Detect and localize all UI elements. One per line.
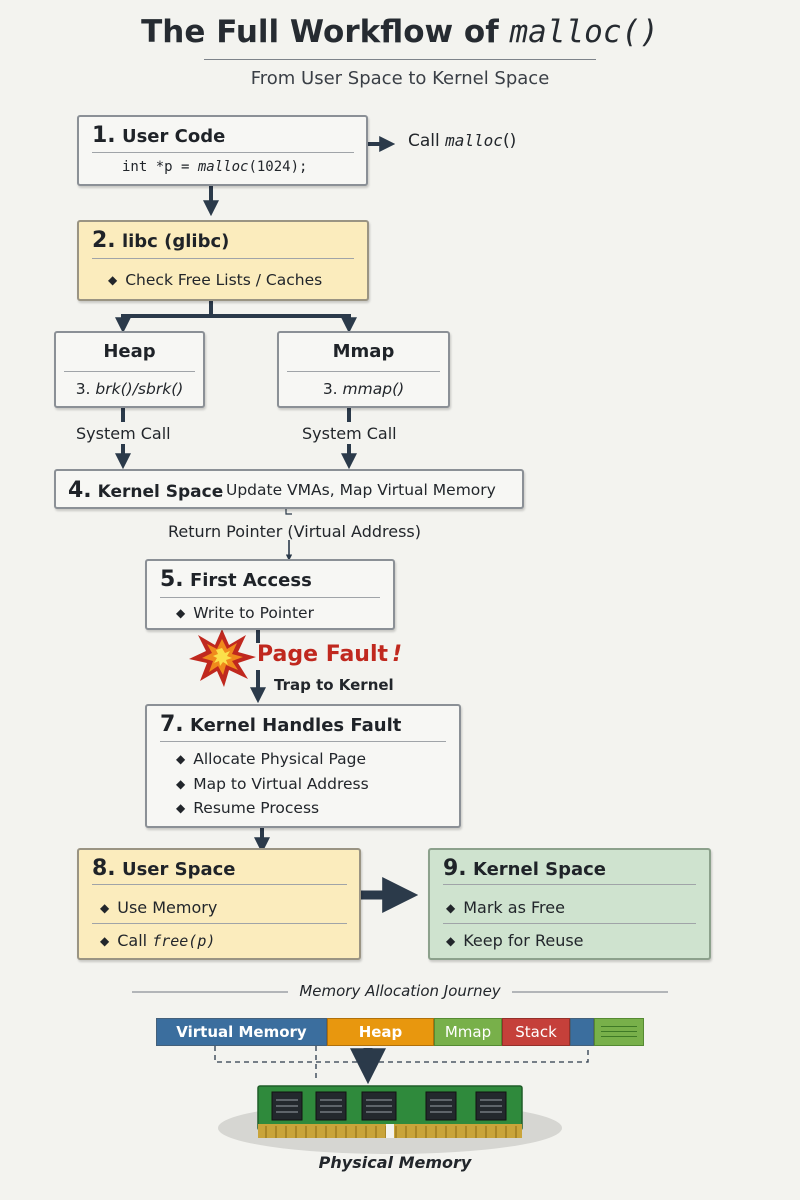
step9-number: 9.	[443, 856, 467, 881]
step8-rule-2	[92, 923, 347, 924]
step7-number: 7.	[160, 712, 184, 737]
segment-green-tail	[594, 1018, 644, 1046]
step8-number: 8.	[92, 856, 116, 881]
step8-rule	[92, 884, 347, 885]
segment-heap: Heap	[327, 1018, 434, 1046]
step5-title: First Access	[189, 570, 312, 591]
mmap-box	[277, 331, 450, 408]
mmap-title: Mmap	[332, 341, 395, 362]
segment-mmap: Mmap	[434, 1018, 502, 1046]
physical-memory-label: Physical Memory	[318, 1153, 472, 1172]
step1-title: User Code	[121, 126, 226, 147]
step5-number: 5.	[160, 567, 184, 592]
title-function: malloc()	[509, 14, 659, 50]
step2-heading: 2. libc (glibc)	[92, 228, 229, 253]
step7-item-map: ◆Map to Virtual Address	[176, 775, 369, 793]
mmap-rule	[287, 371, 440, 372]
segment-stack: Stack	[502, 1018, 570, 1046]
step4-title: Kernel Space	[97, 482, 224, 502]
return-tick	[285, 508, 292, 515]
step8-heading: 8. User Space	[92, 856, 236, 881]
branch-2-to-heap-mmap	[121, 301, 349, 326]
heap-system-call-label: System Call	[76, 424, 171, 443]
step4-description: Update VMAs, Map Virtual Memory	[226, 481, 496, 499]
trap-to-kernel-label: Trap to Kernel	[274, 676, 394, 694]
step1-user-code-box	[77, 115, 368, 186]
step8-user-space-box	[77, 848, 361, 960]
ram-module-icon	[218, 1085, 562, 1154]
step9-item-keep-reuse: ◆Keep for Reuse	[446, 931, 584, 950]
mmap-system-call-label: System Call	[302, 424, 397, 443]
step5-item: ◆Write to Pointer	[176, 604, 314, 622]
step4-number: 4.	[68, 478, 92, 503]
page-subtitle: From User Space to Kernel Space	[250, 68, 550, 89]
step9-rule-2	[443, 923, 696, 924]
step1-rule	[92, 152, 354, 153]
step9-item-mark-free: ◆Mark as Free	[446, 898, 565, 917]
step7-item-resume: ◆Resume Process	[176, 799, 320, 817]
step7-item-allocate: ◆Allocate Physical Page	[176, 750, 366, 768]
step1-number: 1.	[92, 123, 116, 148]
return-pointer-label: Return Pointer (Virtual Address)	[168, 522, 421, 541]
branch-2-to-heap-left	[115, 314, 211, 334]
step2-title: libc (glibc)	[121, 231, 230, 252]
heap-box	[54, 331, 205, 408]
title-divider	[204, 59, 596, 60]
step8-item-use-memory: ◆Use Memory	[100, 898, 218, 917]
step1-heading: 1. User Code	[92, 123, 225, 148]
journey-caption: Memory Allocation Journey	[299, 982, 501, 1000]
step2-libc-box	[77, 220, 369, 301]
heap-rule	[64, 371, 195, 372]
step8-item-call-free: ◆Call free(p)	[100, 931, 216, 950]
step8-title: User Space	[121, 859, 236, 880]
step7-kernel-handles-box	[145, 704, 461, 828]
call-malloc-label: Call malloc()	[408, 131, 517, 151]
step9-title: Kernel Space	[472, 859, 607, 880]
heap-title: Heap	[103, 341, 156, 362]
step2-number: 2.	[92, 228, 116, 253]
step4-heading: 4. Kernel Space	[68, 478, 223, 503]
mapping-dashed-line	[214, 1046, 589, 1063]
step4-kernel-box	[54, 469, 524, 509]
step5-rule	[160, 597, 380, 598]
step7-rule	[160, 741, 446, 742]
step9-kernel-space-box	[428, 848, 711, 960]
segment-blue-tail	[570, 1018, 594, 1046]
step7-title: Kernel Handles Fault	[189, 715, 402, 736]
page-title: The Full Workflow of malloc()	[141, 14, 659, 50]
segment-virtual-memory: Virtual Memory	[156, 1018, 327, 1046]
explosion-icon	[189, 629, 256, 687]
step1-code: int *p = malloc(1024);	[122, 159, 308, 175]
step7-heading: 7. Kernel Handles Fault	[160, 712, 401, 737]
step5-heading: 5. First Access	[160, 567, 312, 592]
mmap-call: 3. mmap()	[322, 380, 405, 398]
step2-rule	[92, 258, 354, 259]
heap-call: 3. brk()/sbrk()	[75, 380, 184, 398]
step5-first-access-box	[145, 559, 395, 630]
step2-item: ◆Check Free Lists / Caches	[108, 271, 323, 289]
page-fault-label: Page Fault!	[257, 642, 403, 667]
step9-heading: 9. Kernel Space	[443, 856, 606, 881]
step9-rule	[443, 884, 696, 885]
